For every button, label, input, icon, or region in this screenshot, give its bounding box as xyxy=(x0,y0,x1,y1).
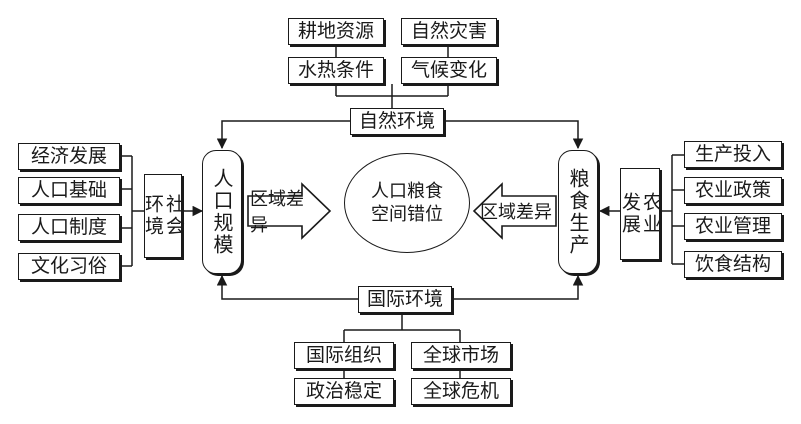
social-env-label-2: 环境 xyxy=(142,194,164,238)
factor-political-stability: 政治稳定 xyxy=(294,378,394,405)
left-block-arrow xyxy=(247,182,332,240)
center-line-1: 人口粮食 xyxy=(371,180,443,202)
agricultural-development-node: 农业 发展 xyxy=(619,168,662,260)
factor-economic-development: 经济发展 xyxy=(18,143,120,170)
factor-population-system: 人口制度 xyxy=(18,214,120,241)
factor-global-market: 全球市场 xyxy=(411,342,511,369)
factor-production-input: 生产投入 xyxy=(684,141,782,168)
grain-production-node: 粮食生产 xyxy=(558,150,598,274)
factor-natural-disaster: 自然灾害 xyxy=(401,18,497,45)
factor-cultivated-land: 耕地资源 xyxy=(288,18,384,45)
factor-international-organizations: 国际组织 xyxy=(294,342,394,369)
right-arrow-label: 区域差异 xyxy=(480,202,552,223)
factor-diet-structure: 饮食结构 xyxy=(684,251,782,278)
population-grain-mismatch-node: 人口粮食 空间错位 xyxy=(344,153,470,253)
international-environment-node: 国际环境 xyxy=(358,286,452,313)
left-arrow-label: 区域差异 xyxy=(250,189,304,236)
factor-global-crisis: 全球危机 xyxy=(411,378,511,405)
factor-population-base: 人口基础 xyxy=(18,177,120,204)
population-scale-node: 人口规模 xyxy=(202,150,242,274)
center-line-2: 空间错位 xyxy=(371,204,443,225)
intl-to-grain xyxy=(452,274,584,300)
factor-agricultural-management: 农业管理 xyxy=(684,213,782,240)
factor-water-heat: 水热条件 xyxy=(288,57,384,84)
agri-dev-label-1: 农业 xyxy=(640,192,662,236)
factor-cultural-customs: 文化习俗 xyxy=(18,253,120,280)
social-environment-node: 社会 环境 xyxy=(142,174,185,258)
factor-climate-change: 气候变化 xyxy=(401,57,497,84)
social-env-label-1: 社会 xyxy=(163,194,185,238)
intl-to-population xyxy=(216,274,358,300)
natural-environment-node: 自然环境 xyxy=(350,108,444,135)
agri-dev-label-2: 发展 xyxy=(619,192,641,236)
natural-to-grain xyxy=(444,120,584,150)
factor-agricultural-policy: 农业政策 xyxy=(684,177,782,204)
right-block-arrow xyxy=(472,182,557,240)
natural-to-population xyxy=(216,120,350,150)
